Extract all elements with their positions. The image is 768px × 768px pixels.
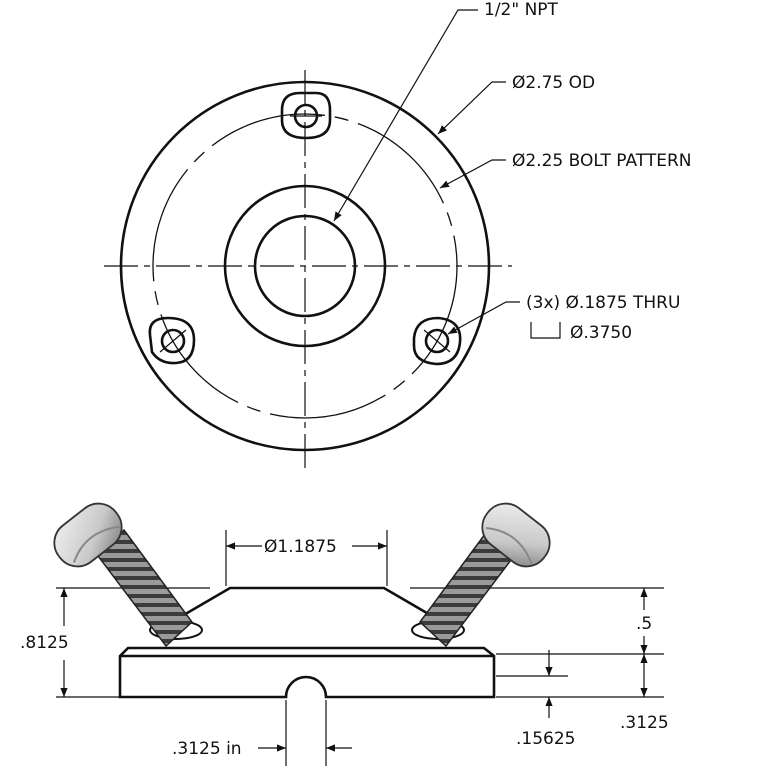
holes-callout-line1: (3x) Ø.1875 THRU xyxy=(526,293,680,313)
top-view xyxy=(104,9,561,468)
top-diameter-dimension: Ø1.1875 xyxy=(264,537,337,557)
npt-bore-circle xyxy=(253,214,357,318)
npt-callout: 1/2" NPT xyxy=(484,0,559,20)
bolt-pattern-leader xyxy=(439,159,506,189)
holes-callout-line2: Ø.3750 xyxy=(570,323,632,343)
boss-outer-circle xyxy=(223,184,387,348)
screw-left xyxy=(53,502,203,648)
screw-right xyxy=(411,502,551,648)
base-block xyxy=(118,646,496,699)
counterbore-symbol xyxy=(530,322,561,339)
cone-height-dimension: .5 xyxy=(636,614,652,634)
od-callout: Ø2.75 OD xyxy=(512,73,595,93)
bolt-hole-left xyxy=(148,316,196,365)
groove-width-dimension: .3125 in xyxy=(172,739,242,759)
overall-height-dimension: .8125 xyxy=(20,633,69,653)
groove-depth-dimension: .15625 xyxy=(516,729,575,749)
npt-leader xyxy=(333,9,478,222)
bolt-pattern-callout: Ø2.25 BOLT PATTERN xyxy=(512,151,692,171)
bolt-hole-top xyxy=(280,91,332,140)
cone xyxy=(181,586,433,618)
side-view xyxy=(53,502,664,766)
holes-leader xyxy=(447,301,520,335)
od-leader xyxy=(437,81,506,135)
outer-diameter-circle xyxy=(119,80,491,452)
base-height-dimension: .3125 xyxy=(620,713,669,733)
bolt-hole-right xyxy=(412,316,462,366)
bolt-pattern-circle xyxy=(152,113,458,419)
